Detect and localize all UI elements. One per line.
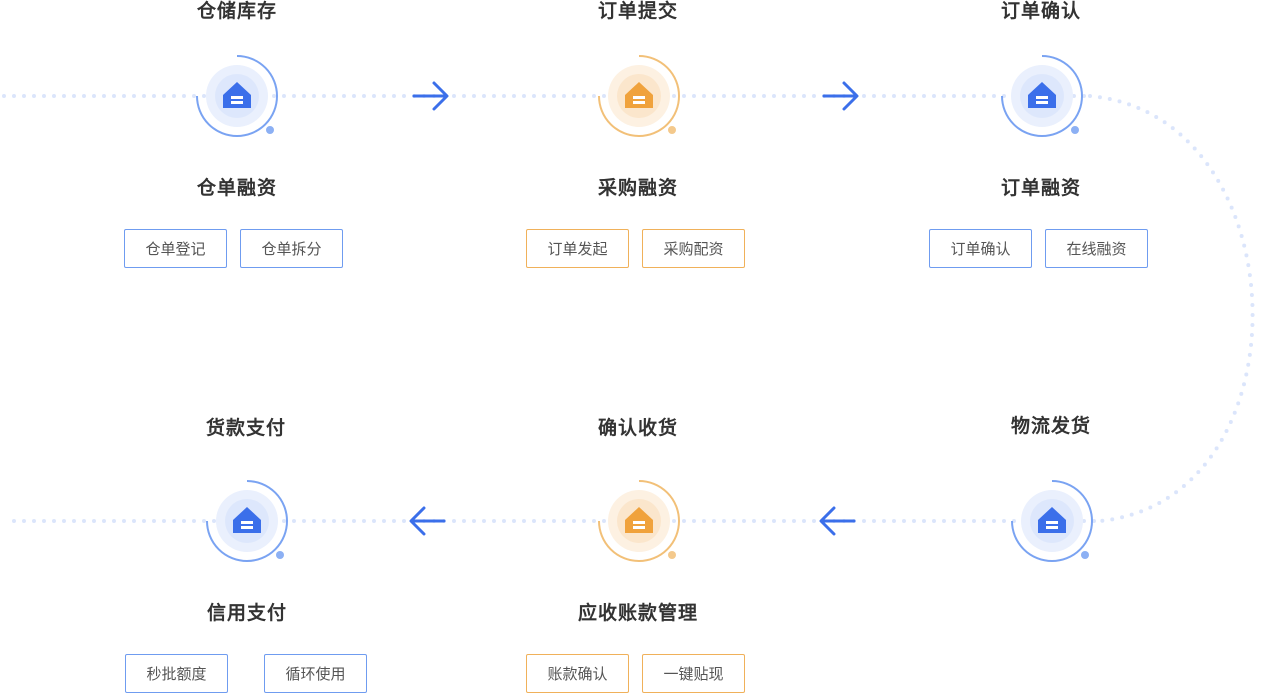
tag-purchase-allocation[interactable]: 采购配资 bbox=[642, 229, 745, 268]
warehouse-icon bbox=[625, 82, 653, 108]
tag-online-financing[interactable]: 在线融资 bbox=[1045, 229, 1148, 268]
tag-one-click-discount[interactable]: 一键贴现 bbox=[642, 654, 745, 693]
tag-warrant-register[interactable]: 仓单登记 bbox=[124, 229, 227, 268]
tag-warrant-split[interactable]: 仓单拆分 bbox=[240, 229, 343, 268]
tag-recurring-use[interactable]: 循环使用 bbox=[264, 654, 367, 693]
arrow-right-icon bbox=[412, 81, 449, 111]
dotted-track-curve bbox=[1088, 94, 1255, 523]
step-title-logistics-ship: 物流发货 bbox=[1010, 416, 1091, 437]
tag-instant-quota[interactable]: 秒批额度 bbox=[125, 654, 228, 693]
warehouse-icon bbox=[233, 507, 261, 533]
tag-group-order-financing: 订单确认 在线融资 bbox=[929, 229, 1148, 268]
tag-group-purchase-financing: 订单发起 采购配资 bbox=[526, 229, 745, 268]
warehouse-icon bbox=[1028, 82, 1056, 108]
step-subtitle-receivables-management: 应收账款管理 bbox=[577, 603, 698, 624]
step-node-receipt-confirm bbox=[594, 476, 684, 566]
step-title-payment: 货款支付 bbox=[205, 418, 286, 439]
step-node-order-submit bbox=[594, 51, 684, 141]
arrow-left-icon bbox=[819, 506, 856, 536]
step-title-receipt-confirm: 确认收货 bbox=[597, 418, 678, 439]
tag-group-credit-payment: 秒批额度 循环使用 bbox=[125, 654, 367, 693]
step-subtitle-order-financing: 订单融资 bbox=[1000, 178, 1081, 199]
step-node-warehouse-stock bbox=[192, 51, 282, 141]
step-subtitle-purchase-financing: 采购融资 bbox=[597, 178, 678, 199]
step-node-order-confirm bbox=[997, 51, 1087, 141]
tag-order-confirm[interactable]: 订单确认 bbox=[929, 229, 1032, 268]
step-title-warehouse-stock: 仓储库存 bbox=[196, 1, 277, 22]
warehouse-icon bbox=[625, 507, 653, 533]
arrow-left-icon bbox=[409, 506, 446, 536]
step-title-order-confirm: 订单确认 bbox=[1000, 1, 1081, 22]
step-subtitle-warrant-financing: 仓单融资 bbox=[196, 178, 277, 199]
step-subtitle-credit-payment: 信用支付 bbox=[206, 603, 287, 624]
step-node-payment bbox=[202, 476, 292, 566]
tag-group-warrant-financing: 仓单登记 仓单拆分 bbox=[124, 229, 343, 268]
step-title-order-submit: 订单提交 bbox=[597, 1, 678, 22]
step-node-logistics-ship bbox=[1007, 476, 1097, 566]
arrow-right-icon bbox=[822, 81, 859, 111]
warehouse-icon bbox=[223, 82, 251, 108]
tag-order-initiate[interactable]: 订单发起 bbox=[526, 229, 629, 268]
tag-account-confirm[interactable]: 账款确认 bbox=[526, 654, 629, 693]
tag-group-receivables-management: 账款确认 一键贴现 bbox=[526, 654, 745, 693]
warehouse-icon bbox=[1038, 507, 1066, 533]
